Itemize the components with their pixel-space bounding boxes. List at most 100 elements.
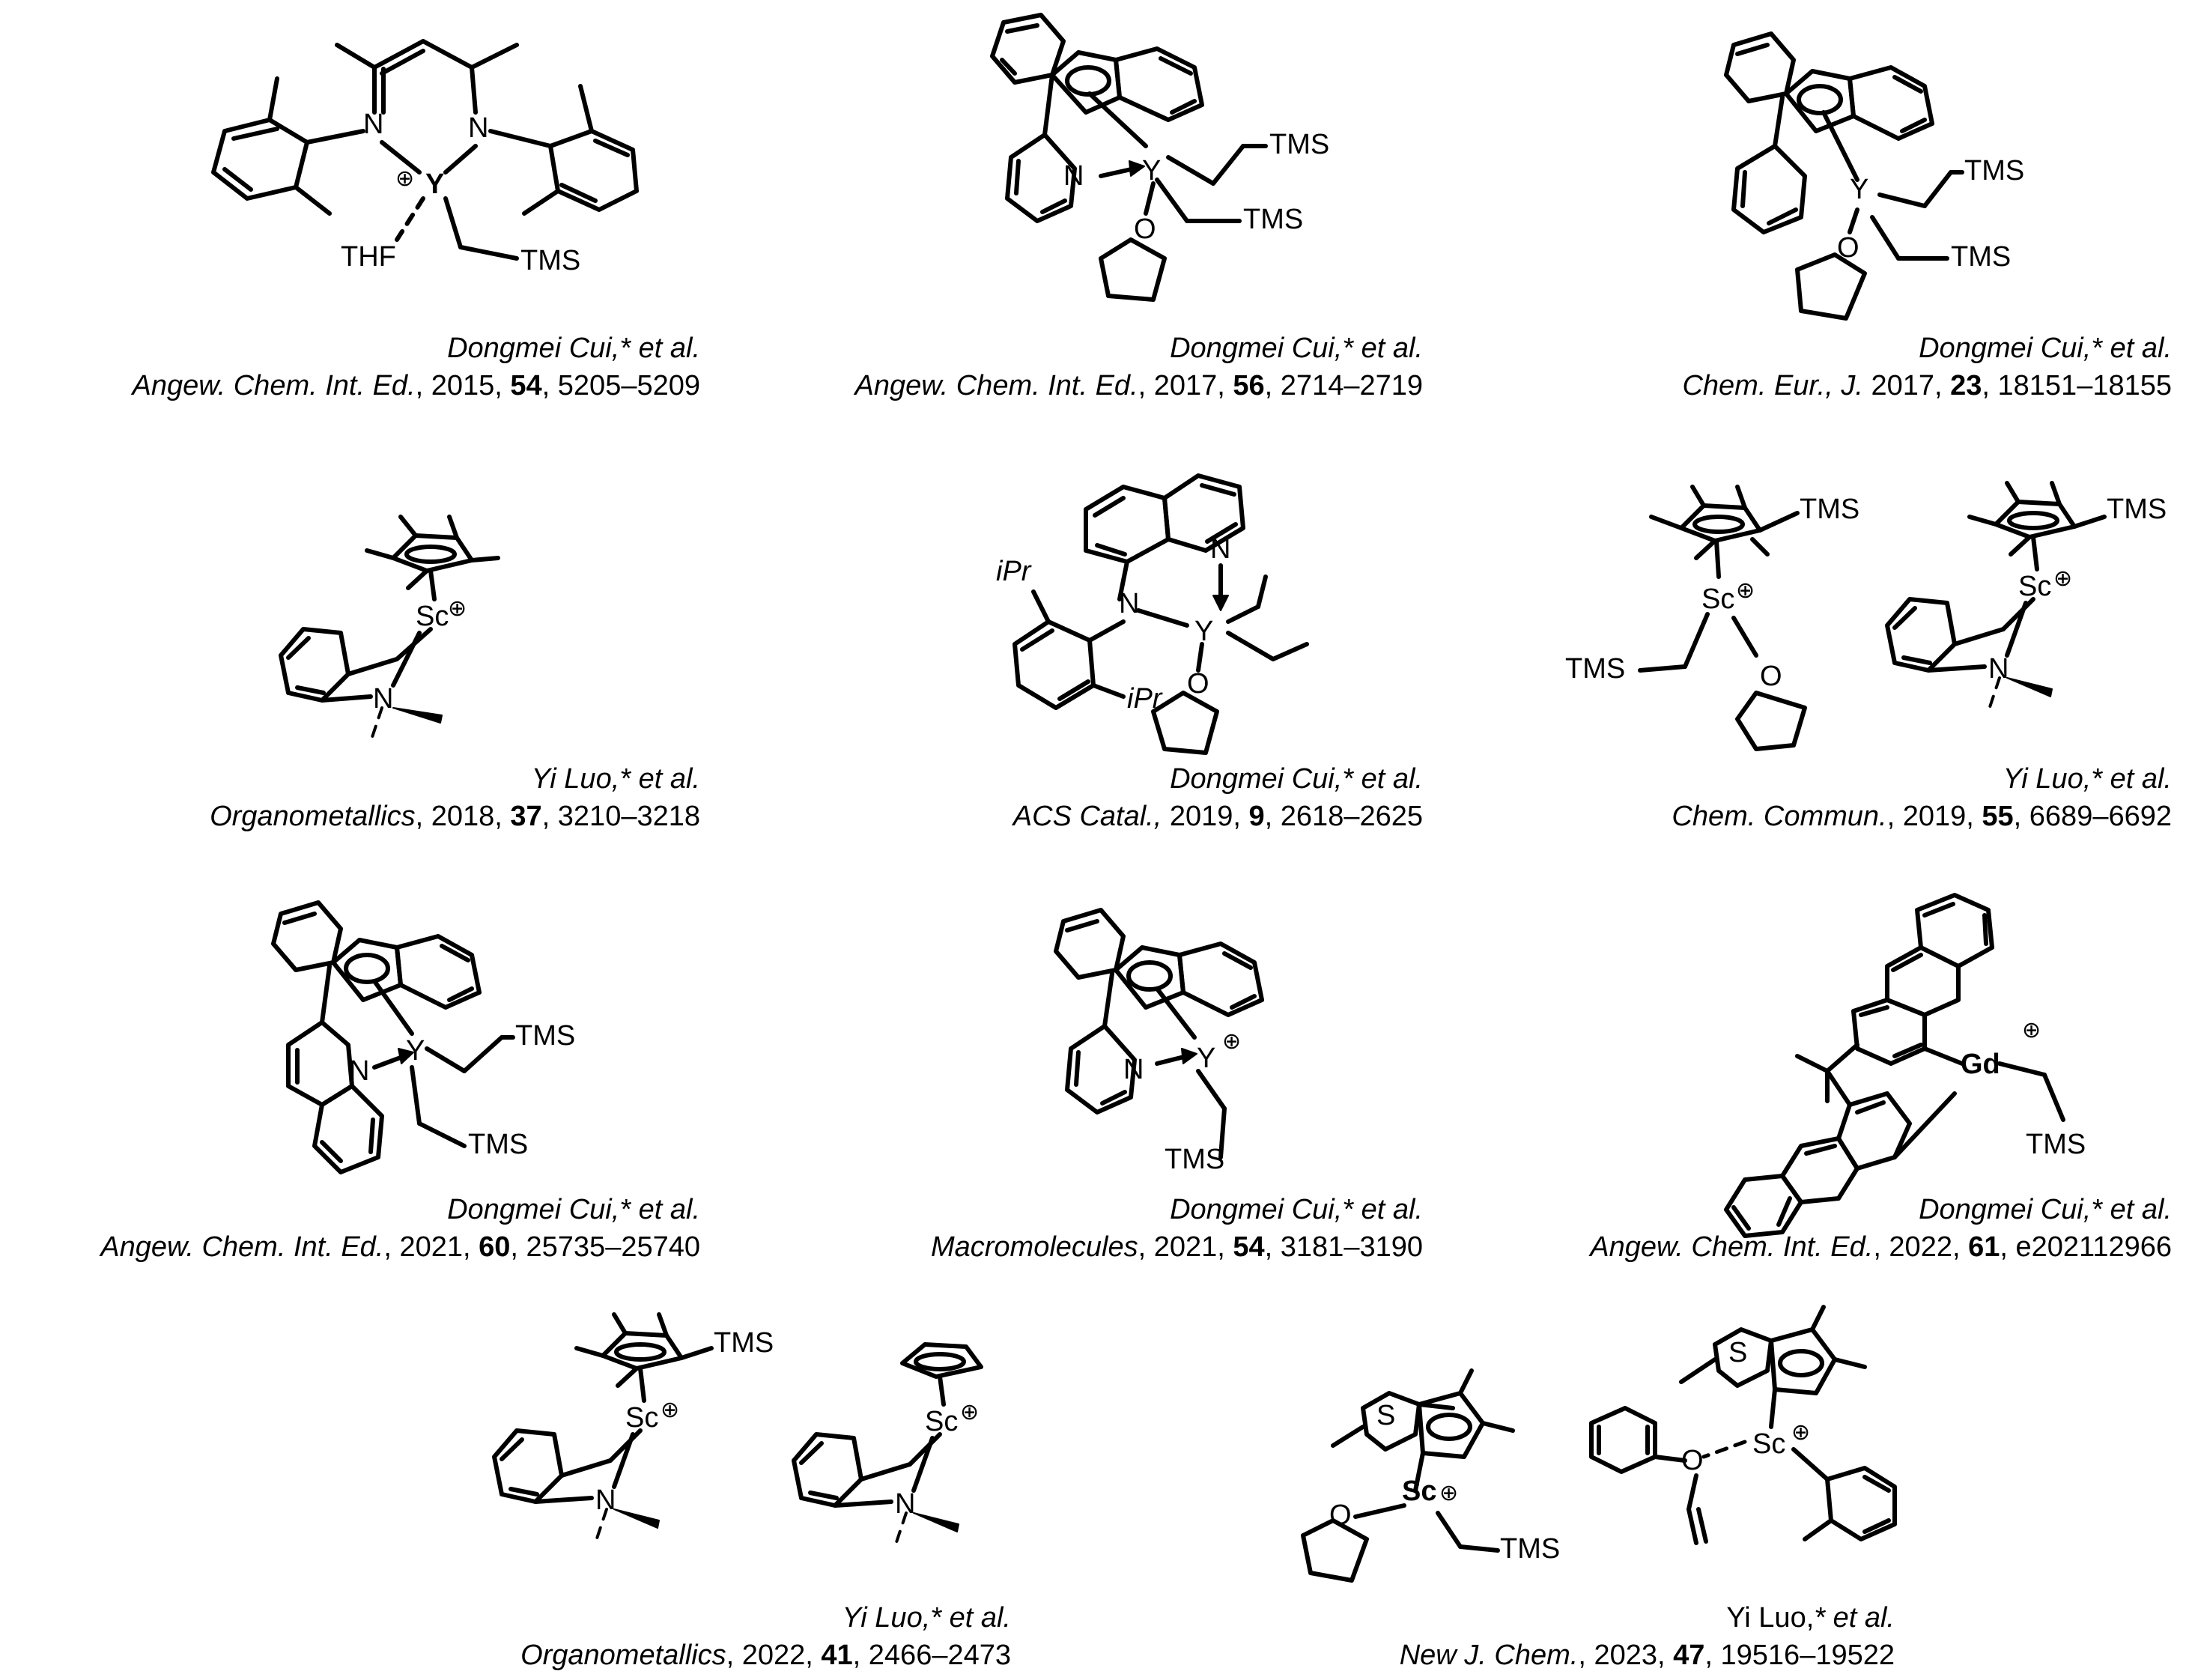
charge-plus: ⊕ [2053, 566, 2072, 591]
n-atom: N [1063, 160, 1084, 192]
structure-6a-silyl-cp-scandium-thf: TMS Sc ⊕ TMS O [1565, 485, 1859, 751]
y-atom: Y [1850, 174, 1868, 205]
sc-atom: Sc [1402, 1476, 1436, 1507]
structure-3-fluorenyl-benzyl-yttrium: Y O TMS TMS [1724, 31, 2024, 321]
o-atom: O [1187, 668, 1209, 700]
citation-journal: New J. Chem. [1399, 1640, 1579, 1671]
n-atom: N [1119, 588, 1139, 619]
n-atom: N [468, 112, 488, 144]
tms-label: TMS [1243, 204, 1303, 235]
n-atom: N [363, 109, 383, 140]
n-atom: N [373, 683, 393, 715]
citation-journal: Angew. Chem. Int. Ed. [1590, 1231, 1874, 1263]
structure-8-fluorenyl-pyridyl-yttrium-cation: N Y ⊕ TMS [1054, 908, 1264, 1175]
charge-plus: ⊕ [448, 596, 467, 621]
gd-atom: Gd [1961, 1049, 2000, 1080]
citation-author: Dongmei Cui,* et al. [1170, 763, 1423, 795]
structure-5-quinolinyl-amido-yttrium: N N Y O iPr iPr [996, 473, 1309, 755]
citation-author: Yi Luo, [1726, 1602, 1815, 1634]
tms-label: TMS [1951, 241, 2011, 273]
n-atom: N [349, 1055, 369, 1087]
sc-atom: Sc [625, 1402, 658, 1434]
citation-5: Dongmei Cui,* et al. ACS Catal., 2019, 9… [1013, 760, 1423, 835]
o-atom: O [1760, 661, 1782, 692]
citation-author: Dongmei Cui,* et al. [1919, 1194, 2172, 1225]
s-atom: S [1728, 1337, 1747, 1368]
structure-6b-silyl-cp-scandium-aminobenzyl: TMS Sc ⊕ N [1885, 481, 2167, 713]
citation-4: Yi Luo,* et al. Organometallics, 2018, 3… [210, 760, 700, 835]
citation-11: Yi Luo,* et al. New J. Chem., 2023, 47, … [1399, 1602, 1895, 1671]
citation-author: Dongmei Cui,* et al. [447, 1194, 700, 1225]
structure-10a-silyl-cp-scandium-aminobenzyl: TMS Sc ⊕ N [492, 1312, 774, 1544]
n-atom: N [1123, 1054, 1144, 1085]
o-atom: O [1134, 213, 1156, 245]
sc-atom: Sc [1701, 583, 1734, 615]
structure-10b-cp-scandium-aminobenzyl: Sc ⊕ N [792, 1342, 983, 1548]
thf-label: THF [341, 241, 396, 273]
structure-1-diketiminate-yttrium: N N Y ⊕ THF TMS [211, 39, 639, 276]
citation-journal: Chem. Commun. [1672, 801, 1887, 832]
charge-plus: ⊕ [1791, 1420, 1810, 1445]
citation-journal: Organometallics [520, 1640, 726, 1671]
citation-author: Dongmei Cui,* et al. [1170, 333, 1423, 364]
tms-label: TMS [1165, 1144, 1224, 1175]
charge-plus: ⊕ [960, 1400, 979, 1425]
sc-atom: Sc [925, 1406, 958, 1437]
tms-label: TMS [2026, 1129, 2086, 1160]
citation-author: Yi Luo,* et al. [2003, 763, 2172, 795]
citation-author: Dongmei Cui,* et al. [1170, 1194, 1423, 1225]
structure-4-cpstar-scandium: Sc ⊕ N [279, 515, 500, 743]
tms-label: TMS [1565, 653, 1625, 685]
citation-1: Dongmei Cui,* et al. Angew. Chem. Int. E… [133, 330, 700, 404]
o-atom: O [1837, 232, 1859, 264]
tms-label: TMS [2107, 494, 2167, 525]
citation-6: Yi Luo,* et al. Chem. Commun., 2019, 55,… [1672, 760, 2172, 835]
charge-plus: ⊕ [2022, 1018, 2041, 1043]
y-atom: Y [1142, 155, 1161, 187]
citation-journal: Angew. Chem. Int. Ed. [100, 1231, 384, 1263]
citation-9: Dongmei Cui,* et al. Angew. Chem. Int. E… [1590, 1191, 2172, 1266]
structure-9-anthracenyl-gadolinium: Gd ⊕ TMS [1724, 893, 2086, 1238]
citation-2: Dongmei Cui,* et al. Angew. Chem. Int. E… [855, 330, 1423, 404]
o-atom: O [1329, 1499, 1352, 1531]
s-atom: S [1376, 1400, 1395, 1431]
y-atom: Y [425, 169, 444, 200]
n-atom: N [1988, 653, 2009, 685]
charge-plus: ⊕ [661, 1398, 679, 1422]
structure-2-fluorenyl-pyridyl-yttrium: N Y O TMS TMS [990, 13, 1329, 302]
tms-label: TMS [468, 1129, 528, 1160]
citation-journal: ACS Catal., [1012, 801, 1162, 832]
tms-label: TMS [1269, 129, 1329, 160]
n-atom: N [595, 1485, 616, 1516]
citation-journal: Angew. Chem. Int. Ed. [854, 370, 1138, 401]
structure-11b-thienocyclopentadienyl-scandium-ether: S Sc ⊕ O [1589, 1305, 1897, 1545]
ipr-label: iPr [996, 556, 1032, 587]
citation-journal: Chem. Eur., J. [1682, 370, 1863, 401]
tms-label: TMS [1500, 1533, 1560, 1565]
charge-plus: ⊕ [395, 166, 414, 191]
n-atom: N [895, 1488, 915, 1520]
citation-author: Dongmei Cui,* et al. [447, 333, 700, 364]
citation-journal: Macromolecules [930, 1231, 1138, 1263]
sc-atom: Sc [416, 601, 449, 632]
sc-atom: Sc [2018, 571, 2051, 602]
citation-author: Yi Luo,* et al. [842, 1602, 1011, 1634]
structure-7-fluorenyl-quinolinyl-yttrium: N Y TMS TMS [271, 900, 575, 1174]
y-atom: Y [1194, 616, 1213, 647]
o-atom: O [1681, 1445, 1704, 1476]
charge-plus: ⊕ [1222, 1029, 1241, 1054]
tms-label: TMS [1964, 155, 2024, 187]
y-atom: Y [1197, 1043, 1215, 1074]
charge-plus: ⊕ [1439, 1481, 1458, 1505]
citation-10: Yi Luo,* et al. Organometallics, 2022, 4… [520, 1599, 1011, 1674]
citation-journal: Angew. Chem. Int. Ed. [132, 370, 416, 401]
ipr-label: iPr [1127, 683, 1163, 715]
citation-7: Dongmei Cui,* et al. Angew. Chem. Int. E… [100, 1191, 700, 1266]
tms-label: TMS [520, 245, 580, 276]
citation-journal: Organometallics [210, 801, 416, 832]
charge-plus: ⊕ [1736, 578, 1755, 603]
citation-author: Dongmei Cui,* et al. [1919, 333, 2172, 364]
y-atom: Y [406, 1035, 425, 1067]
tms-label: TMS [515, 1020, 575, 1052]
